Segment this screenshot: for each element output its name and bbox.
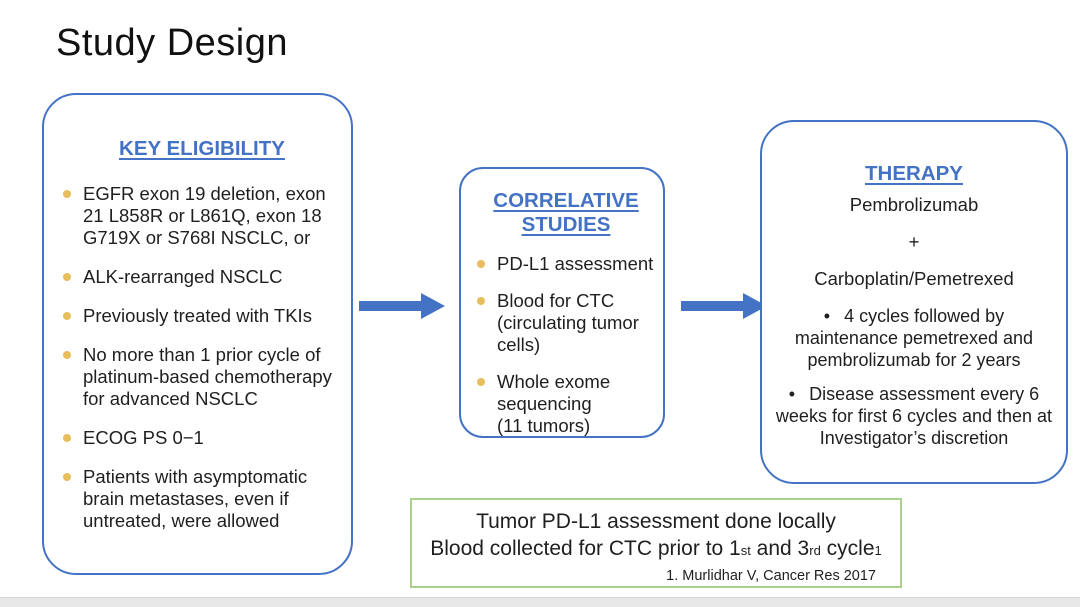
therapy-bullet: Disease assessment every 6 weeks for fir… xyxy=(774,383,1054,449)
list-item: ECOG PS 0−1 xyxy=(63,427,341,449)
bullet-icon xyxy=(63,273,71,281)
therapy-drug-2: Carboplatin/Pemetrexed xyxy=(814,268,1014,289)
list-item-text: (11 tumors) xyxy=(497,415,591,436)
list-item: EGFR exon 19 deletion, exon 21 L858R or … xyxy=(63,183,341,249)
flow-arrow-right-2 xyxy=(681,293,767,319)
bullet-icon xyxy=(477,260,485,268)
correlative-studies-box: CORRELATIVE STUDIES PD-L1 assessment Blo… xyxy=(459,167,665,438)
eligibility-box: KEY ELIGIBILITY EGFR exon 19 deletion, e… xyxy=(42,93,353,575)
bullet-icon xyxy=(63,434,71,442)
bullet-icon xyxy=(63,312,71,320)
ordinal-suffix: rd xyxy=(809,543,821,558)
list-item: PD-L1 assessment xyxy=(477,253,655,275)
therapy-plus-sign: + xyxy=(908,231,920,252)
bullet-icon xyxy=(63,351,71,359)
bullet-icon xyxy=(477,297,485,305)
arrow-shaft xyxy=(359,301,423,311)
list-item-text: Blood for CTC xyxy=(497,290,615,311)
therapy-bullet-text: Disease assessment every 6 weeks for fir… xyxy=(775,384,1053,448)
list-item-text: PD-L1 assessment xyxy=(497,253,654,274)
eligibility-list: EGFR exon 19 deletion, exon 21 L858R or … xyxy=(63,183,341,532)
ordinal-suffix: st xyxy=(740,543,751,558)
therapy-header: THERAPY xyxy=(865,162,963,185)
therapy-box: THERAPY Pembrolizumab + Carboplatin/Peme… xyxy=(760,120,1068,484)
list-item-text: (circulating tumor xyxy=(497,312,639,333)
page-title: Study Design xyxy=(56,22,289,64)
list-item-text: Patients with asymptomatic brain metasta… xyxy=(83,466,308,531)
footnote-text: Blood collected for CTC prior to 1 xyxy=(430,537,741,560)
citation-text: 1. Murlidhar V, Cancer Res 2017 xyxy=(666,568,876,584)
list-item-text: EGFR exon 19 deletion, exon 21 L858R or … xyxy=(83,183,326,248)
list-item-text: sequencing xyxy=(497,393,592,414)
list-item-text: ECOG PS 0−1 xyxy=(83,427,204,448)
bullet-icon xyxy=(63,190,71,198)
list-item-text: No more than 1 prior cycle of platinum-b… xyxy=(83,344,332,409)
footnote-text: cycle xyxy=(820,537,875,560)
therapy-drug-1: Pembrolizumab xyxy=(849,194,979,215)
therapy-bullet-text: 4 cycles followed by maintenance pemetre… xyxy=(794,306,1034,370)
list-item-text: ALK-rearranged NSCLC xyxy=(83,266,283,287)
reference-marker: 1 xyxy=(874,543,882,558)
correlative-studies-list: PD-L1 assessment Blood for CTC(circulati… xyxy=(477,253,655,437)
list-item: Patients with asymptomatic brain metasta… xyxy=(63,466,341,532)
list-item-text: Previously treated with TKIs xyxy=(83,305,312,326)
footnote-line-1: Tumor PD-L1 assessment done locally xyxy=(476,510,836,533)
bullet-icon xyxy=(63,473,71,481)
list-item-text: cells) xyxy=(497,334,541,355)
footnote-box: Tumor PD-L1 assessment done locally Bloo… xyxy=(410,498,902,588)
list-item: Previously treated with TKIs xyxy=(63,305,341,327)
list-item-text: Whole exome xyxy=(497,371,611,392)
bottom-scrollbar-track xyxy=(0,597,1080,607)
eligibility-header: KEY ELIGIBILITY xyxy=(119,137,285,160)
footnote-line-2: Blood collected for CTC prior to 1st and… xyxy=(412,535,900,564)
footnote-text: and 3 xyxy=(750,537,810,560)
flow-arrow-right-1 xyxy=(359,293,445,319)
list-item: ALK-rearranged NSCLC xyxy=(63,266,341,288)
arrow-shaft xyxy=(681,301,745,311)
therapy-bullet: 4 cycles followed by maintenance pemetre… xyxy=(774,305,1054,371)
list-item: No more than 1 prior cycle of platinum-b… xyxy=(63,344,341,410)
bullet-icon xyxy=(477,378,485,386)
correlative-studies-header: CORRELATIVE STUDIES xyxy=(493,189,639,236)
arrow-head-icon xyxy=(421,293,445,319)
